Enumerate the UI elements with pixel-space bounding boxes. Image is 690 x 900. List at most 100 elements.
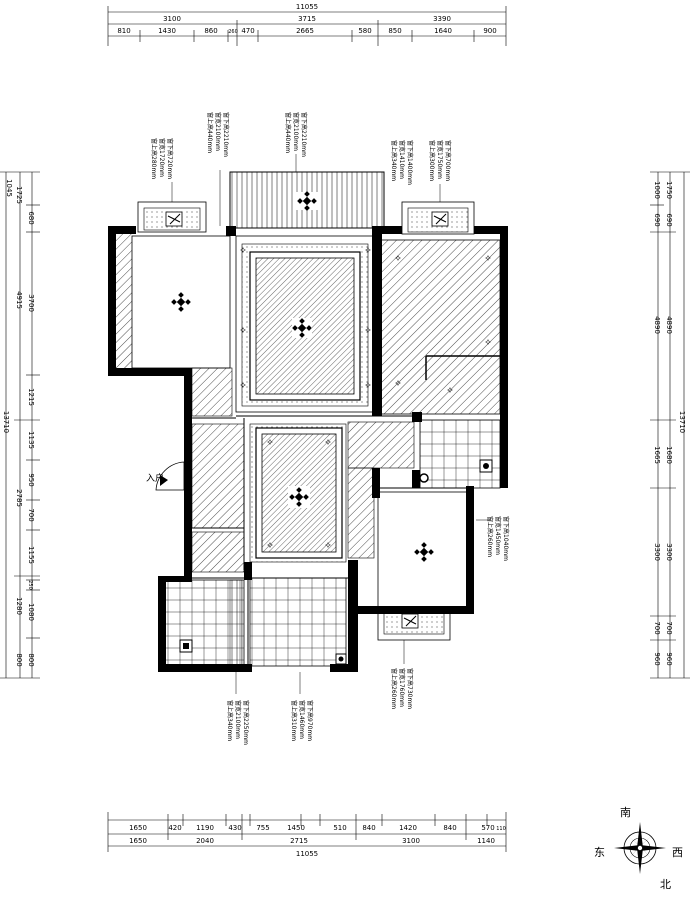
left-outer-2: 2785 xyxy=(15,489,23,507)
foyer xyxy=(191,531,245,573)
svg-text:窗宽1760mm: 窗宽1760mm xyxy=(398,668,406,707)
entrance-door xyxy=(155,461,185,491)
svg-text:窗上高260mm: 窗上高260mm xyxy=(486,516,494,557)
bottom-r1-7: 510 xyxy=(333,824,346,832)
left-inner-f: 1135 xyxy=(27,431,35,449)
top-seg-3: 3390 xyxy=(433,15,451,23)
left-inner-g: 950 xyxy=(27,473,35,486)
svg-text:窗上高300mm: 窗上高300mm xyxy=(428,140,436,181)
compass-west: 西 xyxy=(672,846,683,859)
window-note-right-mid: 窗上高260mm 窗宽1450mm 窗下高1040mm xyxy=(476,516,510,561)
svg-text:窗下高730mm: 窗下高730mm xyxy=(406,668,414,709)
svg-text:窗上高280mm: 窗上高280mm xyxy=(150,138,158,179)
right-inner-6: 700 xyxy=(653,621,661,634)
left-inner-i: 1155 xyxy=(27,546,35,564)
svg-text:窗上高340mm: 窗上高340mm xyxy=(390,140,398,181)
left-inner-n: 800 xyxy=(27,653,35,666)
svg-text:窗下高1400mm: 窗下高1400mm xyxy=(406,140,414,185)
compass-south: 南 xyxy=(620,806,631,819)
bottom-r1-9: 1420 xyxy=(399,824,417,832)
top-detail-8: 850 xyxy=(388,27,401,35)
right-outer-7: 960 xyxy=(665,652,673,665)
hall-right-strip xyxy=(347,467,375,559)
bottom-r1-8: 840 xyxy=(362,824,375,832)
left-inner-d: 3700 xyxy=(27,294,35,312)
bottom-r2-2: 2040 xyxy=(196,837,214,845)
window-note-top-center: 窗上高440mm 窗宽2100mm 窗下高2210mm xyxy=(284,112,308,172)
compass-north: 北 xyxy=(660,878,671,891)
right-dimensions xyxy=(650,171,690,679)
left-inner-h: 700 xyxy=(27,508,35,521)
bottom-r1-10: 840 xyxy=(443,824,456,832)
left-outer-1: 4915 xyxy=(15,291,23,309)
left-inner-b: 1725 xyxy=(15,186,23,204)
top-dimensions xyxy=(107,6,507,46)
top-detail-7: 580 xyxy=(358,27,371,35)
bottom-total-dim: 11055 xyxy=(296,850,318,858)
right-outer-6: 700 xyxy=(665,621,673,634)
svg-text:窗上高310mm: 窗上高310mm xyxy=(290,700,298,741)
svg-text:窗下高2250mm: 窗下高2250mm xyxy=(242,700,250,745)
left-inner-k: 1280 xyxy=(15,597,23,615)
left-inner-l: 1080 xyxy=(27,603,35,621)
top-detail-2: 1430 xyxy=(158,27,176,35)
right-outer-5: 3300 xyxy=(665,543,673,561)
window-note-top-right: 窗上高340mm 窗宽1410mm 窗下高1400mm 窗上高300mm 窗宽1… xyxy=(390,140,452,202)
left-inner-c: 680 xyxy=(27,211,35,224)
right-inner-5: 3300 xyxy=(653,543,661,561)
window-note-top-center-left: 窗上高440mm 窗宽2100mm 窗下高2210mm xyxy=(206,112,230,226)
bottom-r1-12: 110 xyxy=(496,826,506,832)
right-outer-3: 4890 xyxy=(665,316,673,334)
top-detail-5: 470 xyxy=(241,27,254,35)
top-total-dim: 11055 xyxy=(296,3,318,11)
left-dimensions xyxy=(0,171,40,679)
partitions xyxy=(164,415,474,666)
bottom-r2-5: 1140 xyxy=(477,837,495,845)
right-outer-4: 1680 xyxy=(665,446,673,464)
top-detail-1: 810 xyxy=(117,27,130,35)
svg-text:窗上高440mm: 窗上高440mm xyxy=(206,112,214,153)
right-inner-2: 690 xyxy=(653,213,661,226)
top-detail-6: 2665 xyxy=(296,27,314,35)
top-detail-10: 900 xyxy=(483,27,496,35)
bottom-r1-2: 420 xyxy=(168,824,181,832)
bottom-r2-4: 3100 xyxy=(402,837,420,845)
right-total-dim: 13710 xyxy=(678,411,686,433)
svg-text:窗宽1720mm: 窗宽1720mm xyxy=(158,138,166,177)
bottom-r2-1: 1650 xyxy=(129,837,147,845)
svg-text:窗宽1750mm: 窗宽1750mm xyxy=(436,140,444,179)
left-inner-j: 250 xyxy=(27,580,33,590)
right-inner-3: 4890 xyxy=(653,316,661,334)
right-outer-1: 1750 xyxy=(665,181,673,199)
svg-text:窗上高260mm: 窗上高260mm xyxy=(390,668,398,709)
corridor-lower xyxy=(191,423,245,529)
bottom-r1-4: 430 xyxy=(228,824,241,832)
bottom-r1-3: 1190 xyxy=(196,824,214,832)
svg-text:窗下高970mm: 窗下高970mm xyxy=(306,700,314,741)
top-detail-4: 260 xyxy=(228,29,238,35)
compass-rose xyxy=(614,822,666,874)
svg-text:窗下高720mm: 窗下高720mm xyxy=(166,138,174,179)
window-note-top-left: 窗上高280mm 窗宽1720mm 窗下高720mm xyxy=(150,138,174,202)
svg-text:窗宽1410mm: 窗宽1410mm xyxy=(398,140,406,179)
svg-text:窗宽2100mm: 窗宽2100mm xyxy=(234,700,242,739)
left-inner-a: 1045 xyxy=(5,179,13,197)
left-total-dim: 13710 xyxy=(2,411,10,433)
entrance-label: 入户 xyxy=(146,472,164,484)
hall-right xyxy=(347,421,415,469)
bottom-r1-11: 570 xyxy=(481,824,494,832)
bathroom-right xyxy=(419,419,501,489)
svg-text:窗上高340mm: 窗上高340mm xyxy=(226,700,234,741)
svg-text:窗宽2100mm: 窗宽2100mm xyxy=(292,112,300,151)
bottom-r1-1: 1650 xyxy=(129,824,147,832)
entrance-arrow-icon xyxy=(160,475,168,486)
top-detail-3: 860 xyxy=(204,27,217,35)
right-inner-4: 1665 xyxy=(653,446,661,464)
svg-text:窗宽1450mm: 窗宽1450mm xyxy=(494,516,502,555)
bottom-r1-6: 1450 xyxy=(287,824,305,832)
bottom-dimensions xyxy=(107,812,507,852)
svg-text:窗宽2100mm: 窗宽2100mm xyxy=(214,112,222,151)
corridor-upper xyxy=(191,367,233,417)
svg-text:窗下高2210mm: 窗下高2210mm xyxy=(222,112,230,157)
walls xyxy=(108,226,508,672)
